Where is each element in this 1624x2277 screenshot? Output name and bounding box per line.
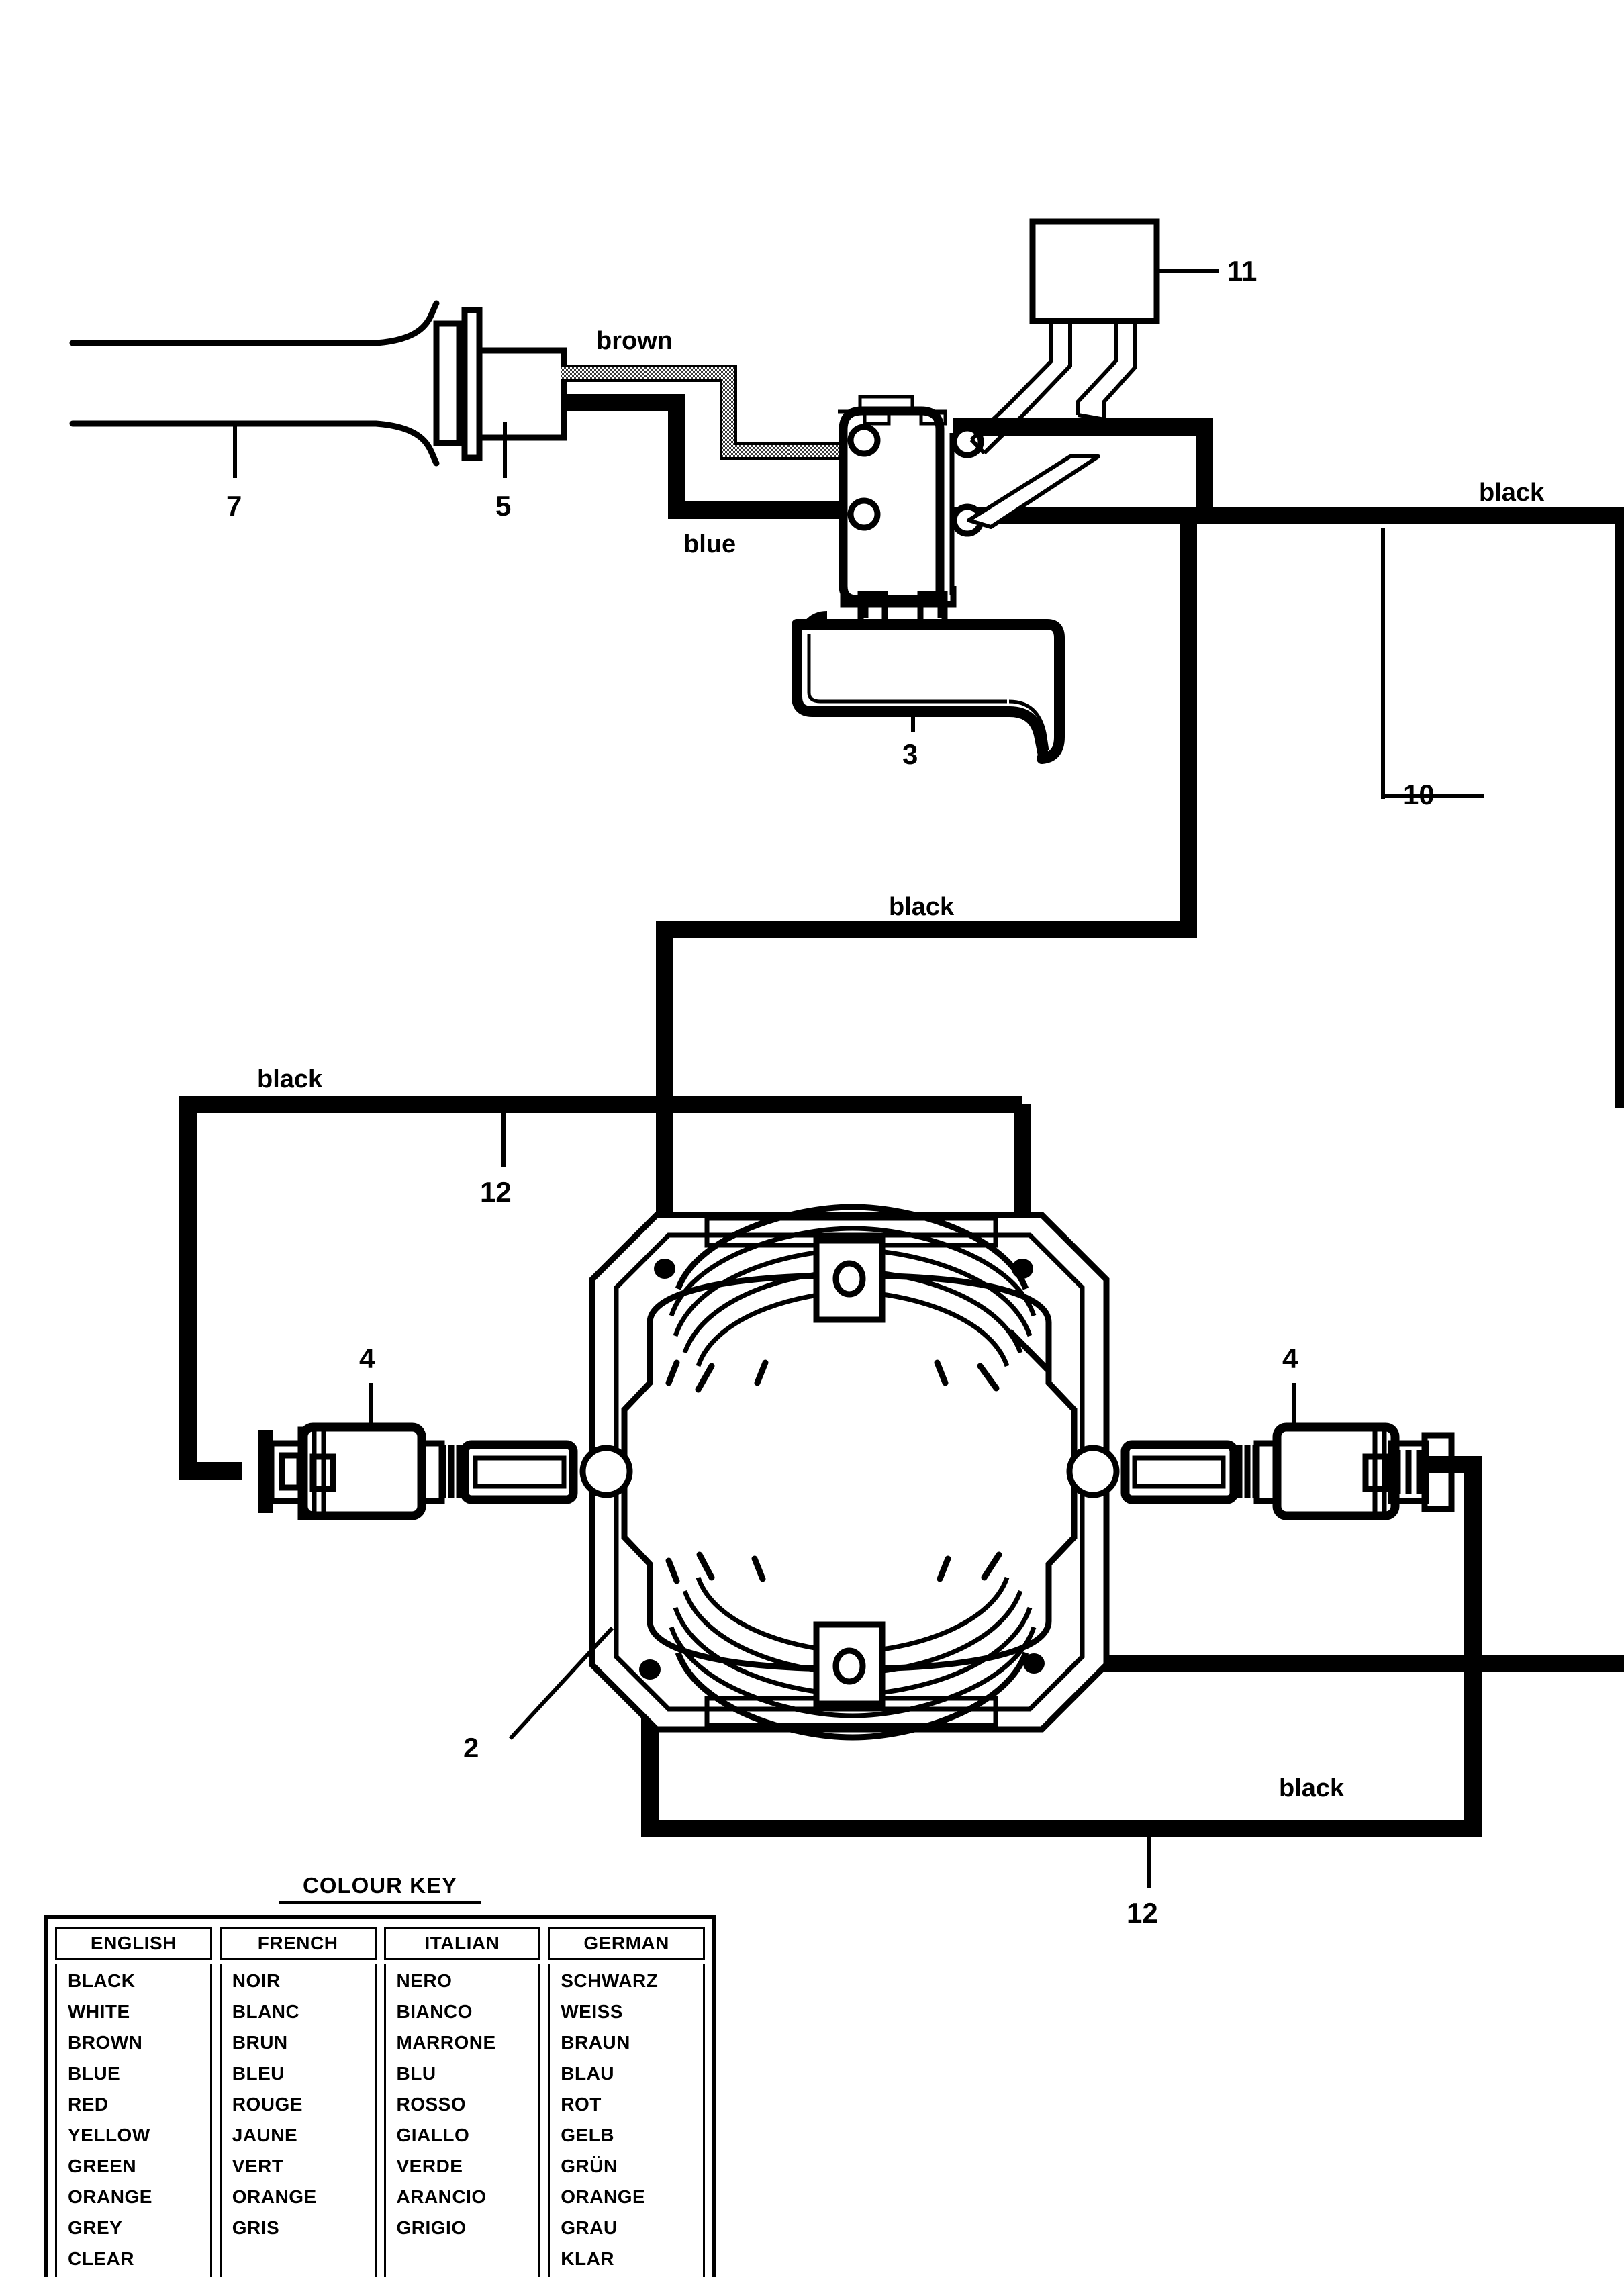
relay-box-11 [967,218,1219,529]
callout-3: 3 [902,738,918,770]
cell: BLANC [232,2001,300,2022]
cell: VERT [232,2155,284,2176]
cell: GREY [68,2217,123,2238]
column-header-english: ENGLISH [55,1927,212,1960]
column-body-english: BLACK WHITE BROWN BLUE RED YELLOW GREEN … [55,1964,212,2277]
colour-key-column-italian: ITALIAN NERO BIANCO MARRONE BLU ROSSO GI… [383,1927,541,2277]
brush-holder-left-4 [258,1383,578,1520]
cell: ROUGE [232,2094,303,2115]
callout-leaders [233,422,1484,1888]
cell: BLEU [232,2063,285,2084]
terminal-blue [847,497,881,531]
cell: NOIR [232,1970,281,1991]
wire-black-mid [656,507,1197,1267]
cell: BIANCO [396,2001,473,2022]
wire-label-black-left: black [257,1065,323,1094]
stator-coil-bottom [665,1551,1037,1741]
column-body-german: SCHWARZ WEISS BRAUN BLAU ROT GELB GRÜN O… [548,1964,705,2277]
cell: BROWN [68,2032,143,2053]
cell: JAUNE [232,2125,298,2145]
wire-black-12-left [179,1096,1022,1480]
cell: BLACK [68,1970,136,1991]
cell: ROT [561,2094,602,2115]
callout-2: 2 [463,1732,479,1763]
wire-label-black-bottom: black [1279,1774,1345,1802]
cell: KLAR [561,2248,615,2269]
cell: GRIS [232,2217,280,2238]
cell: ORANGE [232,2186,317,2207]
colour-key: COLOUR KEY ENGLISH BLACK WHITE BROWN BLU… [44,1873,716,2277]
cell [232,2249,375,2277]
cell: WEISS [561,2001,623,2022]
cell: VERDE [396,2155,463,2176]
wire-label-black-mid: black [889,893,955,921]
cell: NERO [396,1970,452,1991]
horn-assembly [69,300,567,467]
cell: SCHWARZ [561,1970,659,1991]
wire-label-blue: blue [683,530,736,559]
cell: BRUN [232,2032,288,2053]
callout-5: 5 [495,490,512,522]
cell: ROSSO [396,2094,467,2115]
terminal-brown [847,424,881,457]
cell [397,2249,539,2277]
colour-key-box: ENGLISH BLACK WHITE BROWN BLUE RED YELLO… [44,1915,716,2277]
wire-brown [561,365,860,460]
colour-key-column-german: GERMAN SCHWARZ WEISS BRAUN BLAU ROT GELB… [548,1927,705,2277]
switch-assembly [792,395,1065,764]
cell: ARANCIO [396,2186,487,2207]
stator-assembly-2 [508,1204,1120,1741]
cell: CLEAR [68,2248,134,2269]
cell: BRAUN [561,2032,630,2053]
cell: BLUE [68,2063,121,2084]
column-header-german: GERMAN [548,1927,705,1960]
cell: GELB [561,2125,615,2145]
brush-holder-right-4 [1120,1383,1455,1520]
callout-11: 11 [1227,255,1257,287]
cell: GREEN [68,2155,137,2176]
cell: ORANGE [68,2186,152,2207]
cell: WHITE [68,2001,130,2022]
callout-10: 10 [1403,779,1435,810]
cell: BLAU [561,2063,615,2084]
cell: MARRONE [396,2032,496,2053]
column-header-italian: ITALIAN [383,1927,541,1960]
column-body-french: NOIR BLANC BRUN BLEU ROUGE JAUNE VERT OR… [219,1964,377,2277]
callout-7: 7 [226,490,242,522]
cell: BLU [396,2063,436,2084]
column-header-french: FRENCH [219,1927,377,1960]
cell: GRAU [561,2217,618,2238]
callout-12-bottom: 12 [1127,1897,1158,1929]
wire-blue [561,394,860,519]
callout-4-left: 4 [359,1343,375,1374]
colour-key-column-french: FRENCH NOIR BLANC BRUN BLEU ROUGE JAUNE … [219,1927,377,2277]
cell: GIALLO [396,2125,470,2145]
cell: YELLOW [68,2125,150,2145]
callout-12-left: 12 [480,1176,512,1208]
wire-label-brown: brown [596,327,673,355]
colour-key-column-english: ENGLISH BLACK WHITE BROWN BLUE RED YELLO… [55,1927,212,2277]
column-body-italian: NERO BIANCO MARRONE BLU ROSSO GIALLO VER… [383,1964,541,2277]
colour-key-title: COLOUR KEY [279,1873,481,1904]
cell: GRÜN [561,2155,618,2176]
wire-black-10 [953,418,1624,524]
cell: GRIGIO [396,2217,467,2238]
wire-black-12-bottom [641,1456,1482,1837]
wire-label-black-top: black [1479,479,1545,507]
cell: ORANGE [561,2186,646,2207]
stator-coil-top [665,1204,1051,1393]
cell: RED [68,2094,109,2115]
callout-4-right: 4 [1282,1343,1298,1374]
